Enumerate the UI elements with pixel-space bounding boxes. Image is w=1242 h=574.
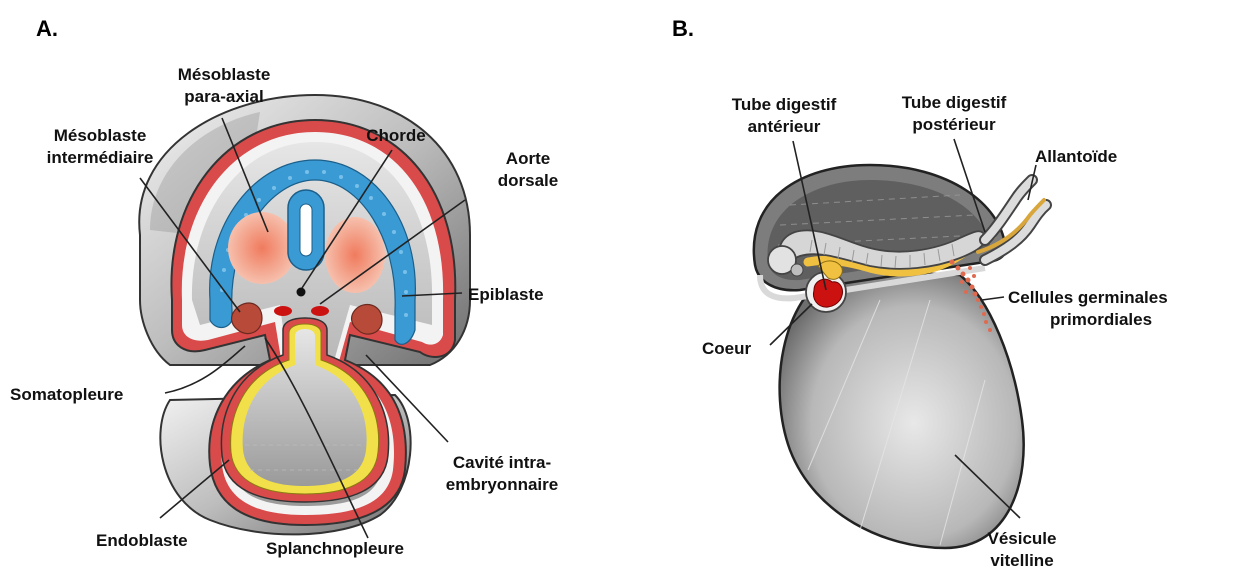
dorsal-aorta-left: [274, 306, 292, 316]
paraxial-mesoderm-right: [325, 217, 385, 293]
label-splanchnopleure: Splanchnopleure: [266, 539, 404, 558]
label-tube-anterieur-2: antérieur: [748, 117, 821, 136]
label-aorte-dorsale-1: Aorte: [506, 149, 550, 168]
neural-tube: [288, 190, 324, 270]
label-mesoblaste-para-axial-1: Mésoblaste: [178, 65, 271, 84]
label-mesoblaste-intermediaire-1: Mésoblaste: [54, 126, 147, 145]
embryo-side-view: [754, 165, 1046, 548]
label-tube-anterieur-1: Tube digestif: [732, 95, 837, 114]
label-vesicule-2: vitelline: [990, 551, 1053, 570]
heart: [806, 272, 846, 312]
label-somatopleure: Somatopleure: [10, 385, 123, 404]
label-mesoblaste-intermediaire-2: intermédiaire: [47, 148, 154, 167]
dorsal-aorta-right: [311, 306, 329, 316]
label-epiblaste: Epiblaste: [468, 285, 544, 304]
panel-a-label: A.: [36, 16, 58, 41]
label-allantoide: Allantoïde: [1035, 147, 1117, 166]
label-vesicule-1: Vésicule: [988, 529, 1057, 548]
label-mesoblaste-para-axial-2: para-axial: [184, 87, 263, 106]
label-cellules-1: Cellules germinales: [1008, 288, 1168, 307]
paraxial-mesoderm-left: [228, 212, 296, 284]
label-tube-posterieur-2: postérieur: [912, 115, 996, 134]
notochord-dot: [297, 288, 306, 297]
yolk-sac: [780, 270, 1024, 548]
label-cavite-1: Cavité intra-: [453, 453, 551, 472]
label-endoblaste: Endoblaste: [96, 531, 188, 550]
panel-b-label: B.: [672, 16, 694, 41]
cross-section-embryo: [139, 95, 470, 534]
label-tube-posterieur-1: Tube digestif: [902, 93, 1007, 112]
label-cavite-2: embryonnaire: [446, 475, 558, 494]
label-coeur: Coeur: [702, 339, 752, 358]
label-chorde: Chorde: [366, 126, 426, 145]
label-aorte-dorsale-2: dorsale: [498, 171, 558, 190]
label-cellules-2: primordiales: [1050, 310, 1152, 329]
